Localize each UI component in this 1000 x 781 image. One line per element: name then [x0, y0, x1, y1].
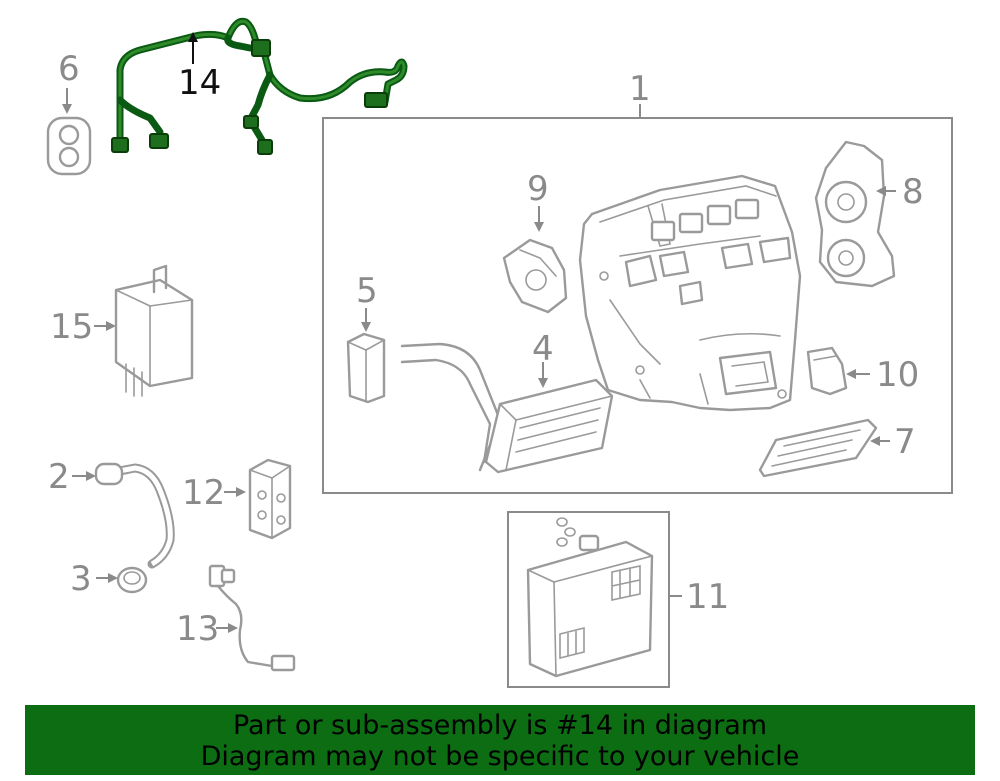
callout-8: 8: [902, 172, 924, 212]
callout-5: 5: [356, 271, 378, 311]
part-11-evaporator[interactable]: [526, 517, 654, 678]
callout-1: 1: [629, 69, 651, 109]
callout-6: 6: [58, 49, 80, 89]
callout-2: 2: [48, 457, 70, 497]
callout-11: 11: [686, 577, 729, 617]
part-3-cap[interactable]: [116, 566, 148, 594]
notice-line-1: Part or sub-assembly is #14 in diagram: [232, 710, 768, 741]
callout-4: 4: [532, 329, 554, 369]
part-6-grommet[interactable]: [46, 116, 92, 176]
part-11-frame: [507, 511, 670, 688]
callout-13: 13: [176, 609, 219, 649]
part-5-bracket[interactable]: [346, 332, 386, 404]
part-2-pipe[interactable]: [94, 462, 175, 569]
callout-15: 15: [50, 307, 93, 347]
notice-banner: Part or sub-assembly is #14 in diagram D…: [25, 705, 975, 775]
callout-12: 12: [182, 473, 225, 513]
callout-7: 7: [894, 422, 916, 462]
part-13-sensor[interactable]: [208, 564, 296, 672]
callout-14: 14: [178, 63, 221, 103]
callout-3: 3: [70, 559, 92, 599]
part-10-duct[interactable]: [806, 346, 848, 396]
notice-line-2: Diagram may not be specific to your vehi…: [200, 741, 800, 772]
part-1-housing[interactable]: [578, 174, 802, 412]
callout-9: 9: [527, 169, 549, 209]
part-7-filter[interactable]: [758, 418, 878, 478]
part-12-valve[interactable]: [248, 458, 292, 540]
part-9-actuator[interactable]: [502, 238, 568, 314]
assembly-1-frame: [322, 117, 953, 494]
part-4-heater-core[interactable]: [400, 342, 614, 474]
callout-10: 10: [876, 355, 919, 395]
part-8-motor[interactable]: [814, 140, 896, 288]
callout-14-arrow: [188, 32, 198, 42]
part-14-wire-harness[interactable]: [111, 17, 408, 155]
part-15-module[interactable]: [114, 264, 194, 397]
